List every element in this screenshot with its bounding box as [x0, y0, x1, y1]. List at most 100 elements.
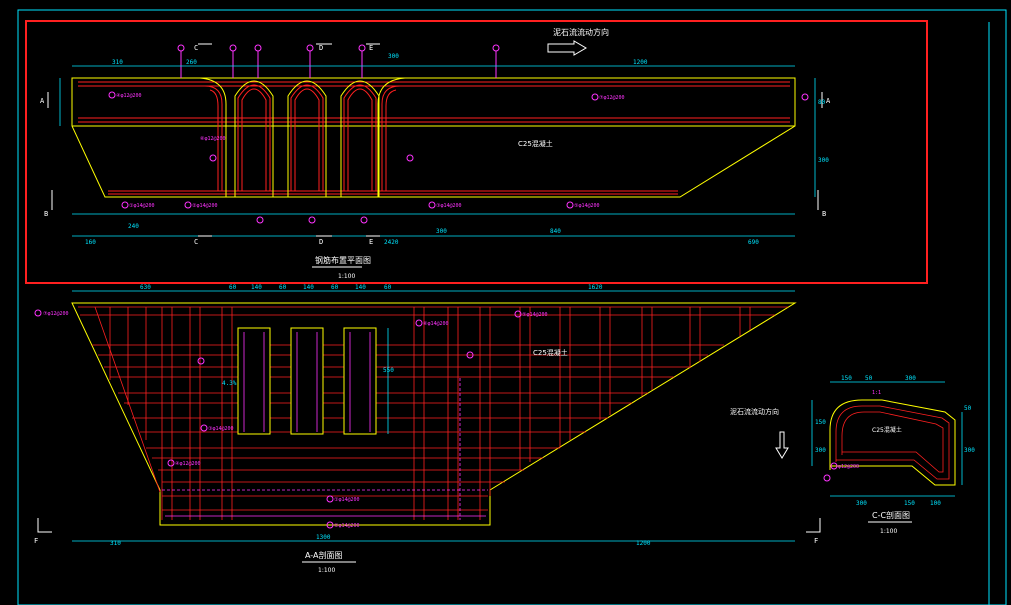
- plan-rebar-marks: [108, 44, 809, 224]
- plan-rebar-tag-4: ②φ14@200: [192, 203, 218, 209]
- plan-dim-300-top: 300: [388, 53, 399, 60]
- section-aa-dim-slope: 4.3%: [222, 380, 237, 387]
- section-cc-flow-arrow-icon: [775, 431, 789, 459]
- plan-dim-690: 690: [748, 239, 759, 246]
- section-aa-dimensions: [72, 290, 795, 542]
- section-aa-dim-1620: 1620: [588, 284, 603, 291]
- section-aa-rebar-tag-5: ③φ14@200: [208, 426, 234, 432]
- plan-dim-310: 310: [112, 59, 123, 66]
- section-cc-rebar: [835, 405, 950, 480]
- section-cc-dim-300-left: 300: [815, 447, 826, 454]
- plan-mark-a-right: A: [826, 97, 831, 105]
- section-cc-dimensions: [811, 381, 963, 497]
- plan-flow-label: 泥石流流动方向: [553, 27, 609, 37]
- section-aa-dim-1200: 1200: [636, 540, 651, 547]
- section-cc-dim-150-left: 150: [815, 419, 826, 426]
- section-cc-dim-150-top: 150: [841, 375, 852, 382]
- plan-mark-b-right: B: [822, 210, 826, 218]
- section-aa-title: A-A剖面图: [305, 550, 342, 560]
- section-aa-dim-1300: 1300: [316, 534, 331, 541]
- plan-dim-300-right: 300: [818, 157, 829, 164]
- plan-piers: [199, 77, 406, 197]
- section-aa-dim-140-c: 140: [355, 284, 366, 291]
- section-aa-rebar-tag-4: ④φ12@200: [175, 461, 201, 467]
- plan-scale: 1:100: [338, 273, 355, 280]
- section-aa-scale: 1:100: [318, 567, 335, 574]
- plan-dim-160: 160: [85, 239, 96, 246]
- section-aa-dim-630: 630: [140, 284, 151, 291]
- section-aa-mark-f-left: F: [34, 537, 38, 545]
- plan-mark-b-left: B: [44, 210, 48, 218]
- section-aa-rebar-tag-2: ⑤φ14@200: [522, 312, 548, 318]
- plan-dim-240: 240: [128, 223, 139, 230]
- flow-arrow-icon: [547, 40, 587, 56]
- plan-rebar-tag-5: ③φ14@200: [436, 203, 462, 209]
- section-cc-dim-300-right: 300: [964, 447, 975, 454]
- section-aa-rebar-tag-6: ①φ14@200: [334, 497, 360, 503]
- section-cc-dim-50-top: 50: [865, 375, 873, 382]
- section-aa-dim-60-a: 60: [229, 284, 237, 291]
- section-aa-concrete-label: C25混凝土: [533, 348, 568, 357]
- plan-mark-d-top: D: [319, 44, 323, 52]
- section-aa-rebar-tag-3: ⑥φ14@200: [423, 321, 449, 327]
- plan-view: 泥石流流动方向 C25混凝土 钢筋布置平面图 1:100 310 260 300…: [40, 27, 831, 280]
- plan-rebar-tag-3: ①φ14@200: [129, 203, 155, 209]
- drawing-frame: [17, 9, 1007, 605]
- plan-dim-80: 80: [818, 99, 826, 106]
- section-cc-flow-label: 泥石流流动方向: [730, 407, 779, 416]
- section-aa-piers: [237, 327, 377, 435]
- section-aa-dim-550: 550: [383, 367, 394, 374]
- section-aa-outline: [71, 302, 797, 526]
- section-cc-dim-50-right: 50: [964, 405, 972, 412]
- section-cc-outline: [829, 399, 956, 486]
- plan-mark-e-bottom: E: [369, 238, 373, 246]
- plan-mark-c-bottom: C: [194, 238, 198, 246]
- plan-rebar-tag-1: ④φ12@200: [116, 93, 142, 99]
- section-cc-scale: 1:100: [880, 528, 897, 535]
- section-aa-dim-140-b: 140: [303, 284, 314, 291]
- section-cc-slope-tag: 1:1: [872, 390, 881, 396]
- plan-mark-d-bottom: D: [319, 238, 323, 246]
- plan-rebar-tag-2: ⑦φ12@200: [599, 95, 625, 101]
- section-aa-dim-60-b: 60: [279, 284, 287, 291]
- section-aa-mark-f-right: F: [814, 537, 818, 545]
- plan-dim-300-bottom: 300: [436, 228, 447, 235]
- plan-dimensions: [59, 65, 816, 237]
- section-cc-dim-300-bottom: 300: [856, 500, 867, 507]
- section-cc-concrete-label: C25混凝土: [872, 426, 902, 434]
- section-aa-rebar-marks: [34, 309, 522, 529]
- plan-dim-840: 840: [550, 228, 561, 235]
- plan-concrete-label: C25混凝土: [518, 139, 553, 148]
- plan-rebar-tag-6: ⑤φ14@200: [574, 203, 600, 209]
- section-cc-title: C-C剖面图: [872, 510, 910, 520]
- plan-dim-1200: 1200: [633, 59, 648, 66]
- section-aa-dim-60-d: 60: [384, 284, 392, 291]
- section-aa-rebar-grid: [78, 306, 788, 520]
- section-aa-dim-310: 310: [110, 540, 121, 547]
- section-aa: A-A剖面图 1:100 C25混凝土 F F 630 60 140 60 14…: [34, 284, 821, 574]
- plan-cut-lines: [47, 43, 823, 237]
- section-aa-rebar-tag-7: ②φ14@200: [334, 523, 360, 529]
- plan-rebar-tag-7: ⑥φ12@200: [200, 136, 226, 142]
- plan-mark-c-top: C: [194, 44, 198, 52]
- plan-dim-260: 260: [186, 59, 197, 66]
- section-cc-dim-150-bottom: 150: [904, 500, 915, 507]
- plan-dim-2420: 2420: [384, 239, 399, 246]
- plan-mark-a-left: A: [40, 97, 45, 105]
- section-aa-cut-marks: [37, 518, 821, 533]
- section-aa-dim-140-a: 140: [251, 284, 262, 291]
- plan-title: 钢筋布置平面图: [315, 255, 371, 265]
- section-aa-rebar-tag-1: ⑦φ12@200: [43, 311, 69, 317]
- section-cc-rebar-tag: φ12@200: [838, 464, 859, 470]
- section-aa-pier-rebar: [162, 332, 488, 520]
- plan-outline: [71, 77, 796, 198]
- plan-mark-e-top: E: [369, 44, 373, 52]
- section-cc-marks: [823, 462, 838, 482]
- section-cc: 泥石流流动方向 C25混凝土 C-C剖面图 1:100 150 50 300 1…: [730, 375, 975, 535]
- section-aa-dim-60-c: 60: [331, 284, 339, 291]
- section-cc-dim-300-top: 300: [905, 375, 916, 382]
- plan-rebar: [78, 81, 790, 195]
- section-cc-dim-100-bottom: 100: [930, 500, 941, 507]
- selection-rectangle[interactable]: [25, 20, 928, 284]
